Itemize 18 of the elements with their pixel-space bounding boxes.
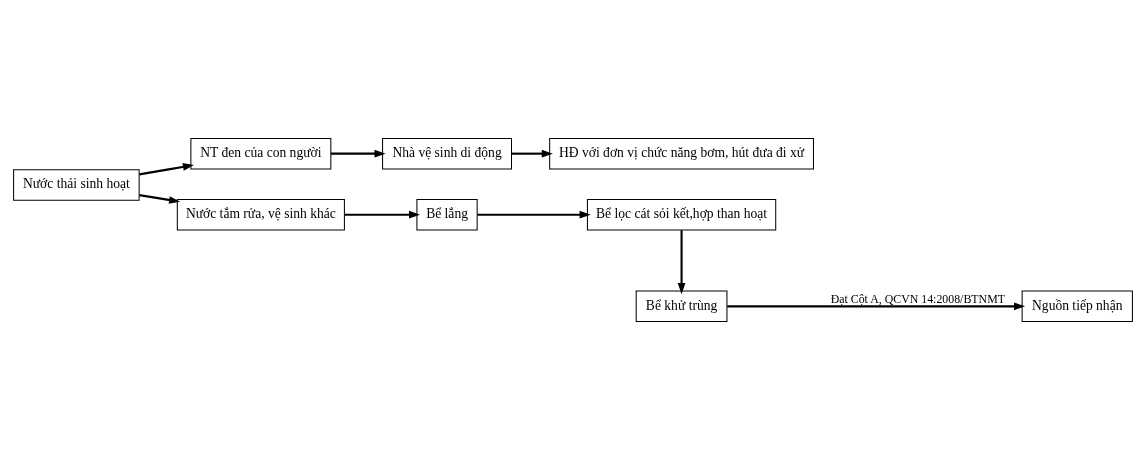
node-box: NT đen của con người [190, 137, 332, 169]
node-box: Nước tắm rửa, vệ sinh khác [176, 198, 345, 230]
arrow [344, 210, 421, 219]
arrow [139, 193, 181, 204]
edge-label: Đạt Cột A, QCVN 14:2008/BTNMT [830, 291, 1005, 306]
arrow [477, 210, 591, 219]
node-box: Nước thải sinh hoạt [13, 168, 140, 201]
arrow [727, 301, 1026, 310]
node-box: Bể lắng [416, 198, 478, 230]
node-box: Nhà vệ sinh di động [382, 137, 512, 169]
arrow [511, 149, 553, 158]
arrow [677, 229, 686, 294]
arrow [330, 149, 386, 158]
node-box: Nguồn tiếp nhận [1021, 290, 1133, 322]
arrow [139, 162, 194, 175]
node-box: HĐ với đơn vị chức năng bơm, hút đưa đi xử [549, 137, 814, 169]
node-box: Bể lọc cát sỏi kết,hợp than hoạt [586, 198, 777, 230]
node-box: Bể khử trùng [635, 290, 728, 322]
